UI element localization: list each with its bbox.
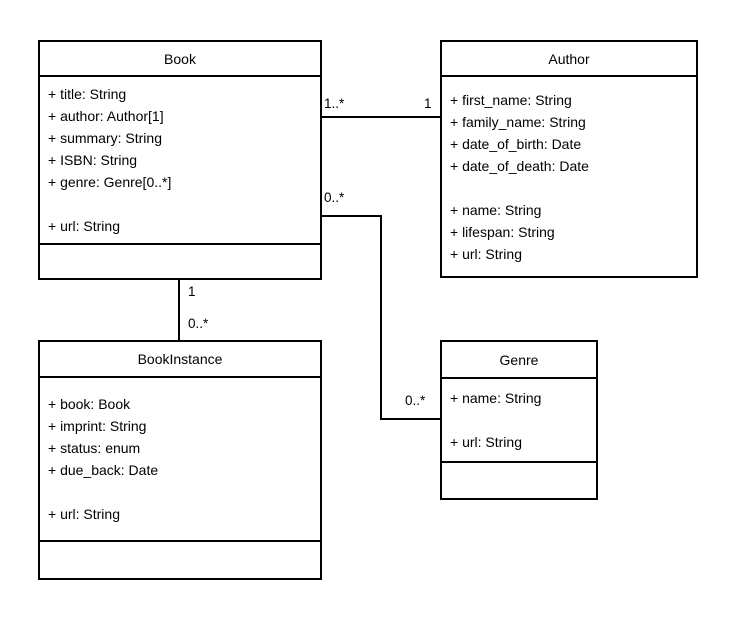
association-book-genre-segment-3	[380, 418, 440, 420]
attribute: + lifespan: String	[450, 223, 555, 240]
association-book-genre-segment-1	[320, 215, 382, 217]
class-title-bookinstance: BookInstance	[40, 342, 320, 378]
attribute: + name: String	[450, 390, 542, 406]
multiplicity-book-genre-source: 0..*	[324, 190, 345, 206]
attribute: + first_name: String	[450, 91, 572, 108]
attribute: + title: String	[48, 86, 127, 102]
class-box-author: Author + first_name: String + family_nam…	[440, 40, 698, 278]
class-title-book: Book	[40, 42, 320, 77]
attribute-spacer	[450, 177, 688, 199]
attribute: + imprint: String	[48, 418, 147, 434]
attribute: + url: String	[48, 218, 120, 234]
attribute-spacer	[48, 193, 312, 215]
class-attributes-book: + title: String + author: Author[1] + su…	[40, 77, 320, 245]
class-attributes-author: + first_name: String + family_name: Stri…	[442, 77, 696, 276]
attribute-spacer	[450, 409, 588, 431]
attribute: + date_of_birth: Date	[450, 135, 582, 152]
class-box-bookinstance: BookInstance + book: Book + imprint: Str…	[38, 340, 322, 580]
attribute: + url: String	[450, 434, 522, 450]
class-title-author: Author	[442, 42, 696, 77]
attribute: + author: Author[1]	[48, 108, 164, 124]
attribute: + url: String	[450, 245, 522, 262]
multiplicity-book-bookinstance-source: 1	[188, 284, 196, 300]
association-book-author	[320, 116, 440, 118]
class-box-genre: Genre + name: String + url: String	[440, 340, 598, 500]
attribute: + book: Book	[48, 396, 131, 412]
attribute: + name: String	[450, 201, 542, 218]
class-methods-empty-genre	[442, 463, 596, 498]
multiplicity-book-author-source: 1..*	[324, 96, 345, 112]
multiplicity-book-author-target: 1	[424, 96, 432, 112]
attribute: + status: enum	[48, 440, 141, 456]
attribute: + url: String	[48, 506, 120, 522]
attribute: + due_back: Date	[48, 462, 159, 478]
attribute-spacer	[48, 481, 312, 503]
attribute: + summary: String	[48, 130, 162, 146]
association-book-genre-segment-2	[380, 215, 382, 420]
multiplicity-book-genre-target: 0..*	[405, 393, 426, 409]
class-methods-empty-bookinstance	[40, 542, 320, 578]
class-attributes-genre: + name: String + url: String	[442, 379, 596, 463]
attribute: + ISBN: String	[48, 152, 138, 168]
multiplicity-book-bookinstance-target: 0..*	[188, 316, 209, 332]
attribute: + date_of_death: Date	[450, 157, 589, 174]
attribute: + family_name: String	[450, 113, 586, 130]
class-box-book: Book + title: String + author: Author[1]…	[38, 40, 322, 280]
association-book-bookinstance	[178, 280, 180, 340]
class-attributes-bookinstance: + book: Book + imprint: String + status:…	[40, 378, 320, 542]
class-methods-empty-book	[40, 245, 320, 278]
attribute: + genre: Genre[0..*]	[48, 174, 172, 190]
class-title-genre: Genre	[442, 342, 596, 379]
